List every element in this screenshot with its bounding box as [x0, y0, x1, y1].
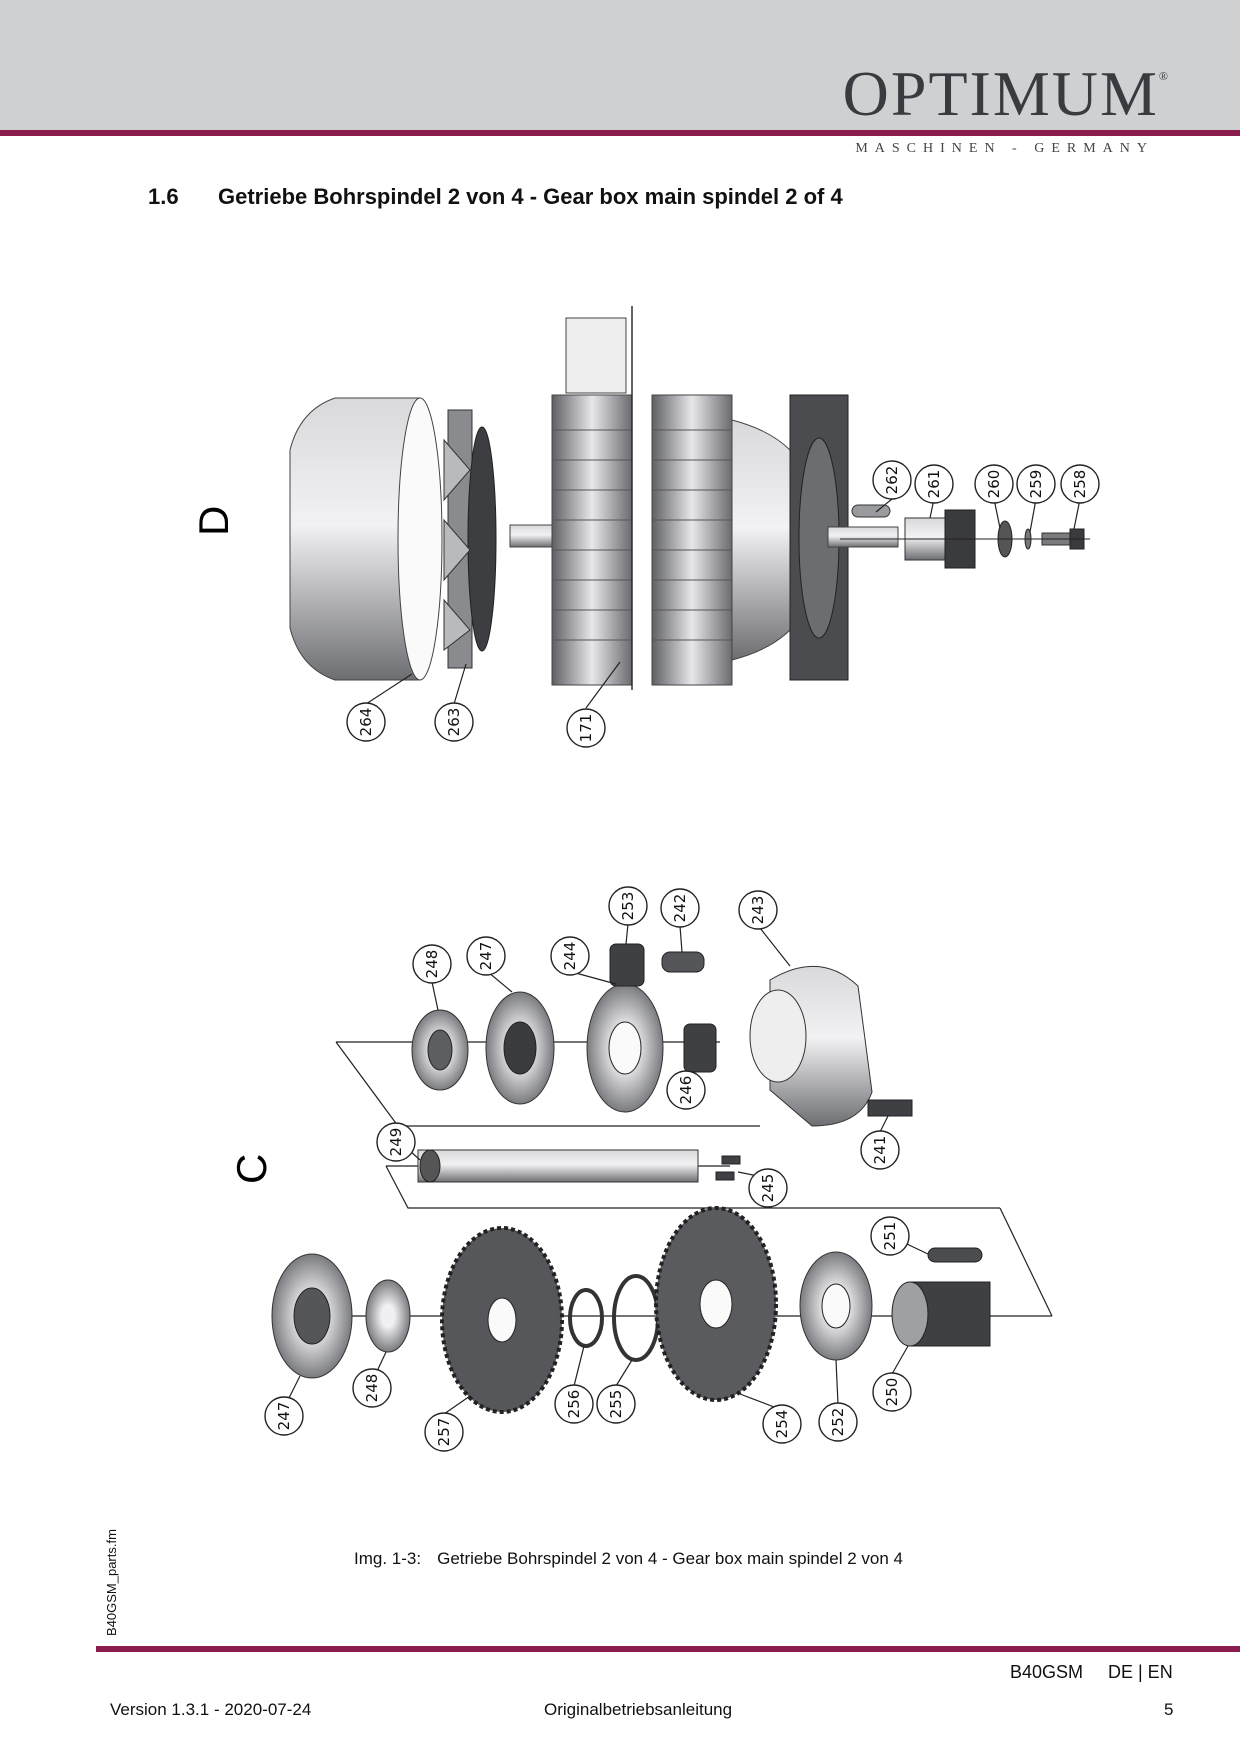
callout-248-lower: 248 — [352, 1368, 392, 1408]
section-number: 1.6 — [148, 184, 179, 209]
footer-rule — [96, 1646, 1240, 1652]
callout-264: 264 — [346, 702, 386, 742]
lower-assembly-c — [271, 1206, 1053, 1414]
callout-243: 243 — [738, 890, 778, 930]
callout-261: 261 — [914, 464, 954, 504]
callout-247-lower: 247 — [264, 1396, 304, 1436]
fan-263 — [443, 409, 497, 669]
callout-255: 255 — [596, 1384, 636, 1424]
callout-247-upper: 247 — [466, 936, 506, 976]
figure-caption: Img. 1-3: Getriebe Bohrspindel 2 von 4 - … — [354, 1549, 903, 1569]
footer-version: Version 1.3.1 - 2020-07-24 — [110, 1700, 312, 1719]
header-rule — [0, 130, 1240, 136]
shaft-249 — [385, 1149, 1000, 1209]
fan-cover-264 — [289, 397, 443, 681]
callout-244: 244 — [550, 936, 590, 976]
svg-text:252: 252 — [829, 1408, 847, 1437]
upper-assembly-c — [335, 943, 913, 1127]
callout-251: 251 — [870, 1216, 910, 1256]
callout-260: 260 — [974, 464, 1014, 504]
brand-logo: OPTIMUM® — [842, 58, 1170, 129]
footer-doc-type: Originalbetriebsanleitung — [544, 1700, 733, 1719]
svg-text:248: 248 — [363, 1374, 381, 1403]
svg-text:242: 242 — [671, 894, 689, 923]
callout-263: 263 — [434, 702, 474, 742]
callout-248-upper: 248 — [412, 944, 452, 984]
svg-text:262: 262 — [883, 466, 901, 495]
svg-text:243: 243 — [749, 896, 767, 925]
svg-text:249: 249 — [387, 1128, 405, 1157]
header-band — [0, 0, 1240, 130]
svg-text:263: 263 — [445, 708, 463, 737]
callout-258: 258 — [1060, 464, 1100, 504]
svg-text:258: 258 — [1071, 470, 1089, 499]
svg-text:250: 250 — [883, 1378, 901, 1407]
svg-text:247: 247 — [477, 942, 495, 971]
svg-text:247: 247 — [275, 1402, 293, 1431]
callout-256: 256 — [554, 1384, 594, 1424]
callout-246: 246 — [666, 1070, 706, 1110]
svg-text:260: 260 — [985, 470, 1003, 499]
motor-171 — [509, 306, 899, 690]
small-parts-row-d — [840, 504, 1090, 569]
svg-text:264: 264 — [357, 708, 375, 737]
callout-252: 252 — [818, 1402, 858, 1442]
svg-text:248: 248 — [423, 950, 441, 979]
svg-text:259: 259 — [1027, 470, 1045, 499]
callout-242: 242 — [660, 888, 700, 928]
side-filename: B40GSM_parts.fm — [104, 1529, 119, 1636]
group-d-letter: D — [190, 506, 237, 536]
svg-text:241: 241 — [871, 1136, 889, 1165]
section-title: 1.6 Getriebe Bohrspindel 2 von 4 - Gear b… — [148, 184, 843, 210]
callout-171: 171 — [566, 708, 606, 748]
callout-259: 259 — [1016, 464, 1056, 504]
svg-text:261: 261 — [925, 470, 943, 499]
svg-text:257: 257 — [435, 1418, 453, 1447]
callout-253: 253 — [608, 886, 648, 926]
callout-241: 241 — [860, 1130, 900, 1170]
svg-text:171: 171 — [577, 714, 595, 743]
callout-262: 262 — [872, 460, 912, 500]
callout-254: 254 — [762, 1404, 802, 1444]
callout-250: 250 — [872, 1372, 912, 1412]
footer-model: B40GSM — [1010, 1662, 1084, 1682]
callout-245: 245 — [748, 1168, 788, 1208]
footer-languages: DE | EN — [1108, 1662, 1173, 1682]
svg-text:251: 251 — [881, 1222, 899, 1251]
brand-subtitle: MASCHINEN - GERMANY — [855, 141, 1154, 156]
svg-text:255: 255 — [607, 1390, 625, 1419]
svg-text:256: 256 — [565, 1390, 583, 1419]
callout-249: 249 — [376, 1122, 416, 1162]
svg-text:245: 245 — [759, 1174, 777, 1203]
svg-text:246: 246 — [677, 1076, 695, 1105]
svg-text:244: 244 — [561, 942, 579, 971]
callout-257: 257 — [424, 1412, 464, 1452]
leaders-d — [365, 498, 1081, 709]
caption-label: Img. 1-3: — [354, 1549, 422, 1568]
page-number: 5 — [1164, 1700, 1174, 1719]
caption-text: Getriebe Bohrspindel 2 von 4 - Gear box … — [437, 1549, 903, 1568]
svg-text:253: 253 — [619, 892, 637, 921]
group-c-letter: C — [228, 1154, 275, 1184]
exploded-parts-diagram: D — [190, 306, 1100, 1452]
svg-text:254: 254 — [773, 1410, 791, 1439]
section-heading: Getriebe Bohrspindel 2 von 4 - Gear box … — [218, 184, 843, 209]
